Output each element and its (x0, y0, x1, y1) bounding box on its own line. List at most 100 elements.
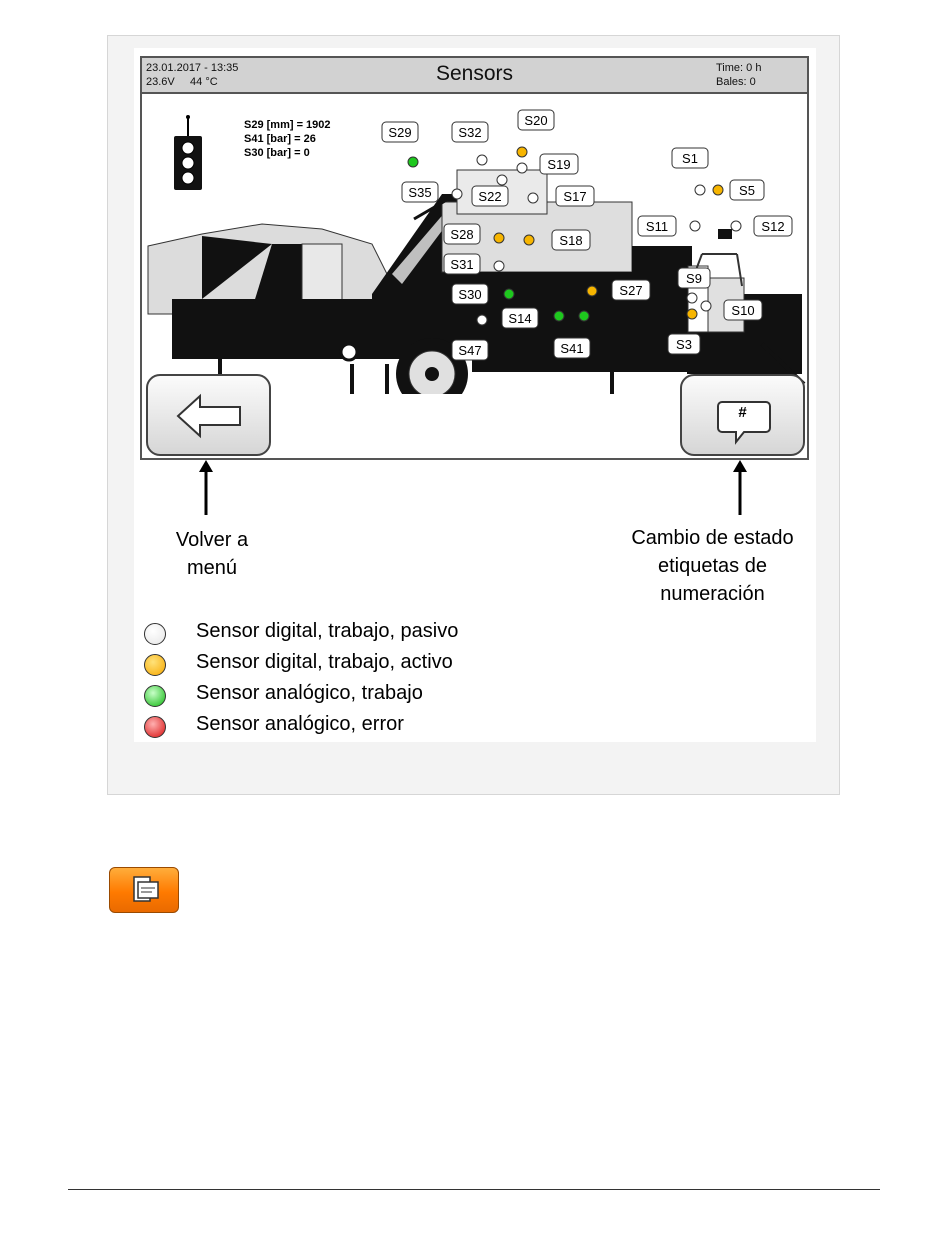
sensor-dot (496, 174, 508, 186)
sensor-tag-label: S41 (560, 341, 583, 356)
sensor-dot (586, 285, 598, 297)
baler-diagram (147, 169, 806, 394)
readout-s29: S29 [mm] = 1902 (244, 119, 331, 131)
sensor-dot (516, 162, 528, 174)
sensor-tag-box (551, 229, 591, 251)
arrow-to-hash-button (733, 460, 747, 515)
orange-circle-icon (144, 654, 166, 676)
legend-label: Sensor digital, trabajo, activo (196, 651, 453, 673)
sensor-tag-label: S20 (524, 113, 547, 128)
sensor-tag-box (471, 185, 509, 207)
sensor-dot (476, 154, 488, 166)
sensor-tag-label: S18 (559, 233, 582, 248)
sensor-tag-label: S29 (388, 125, 411, 140)
sensor-tag-box (553, 337, 591, 359)
sensor-tag-box (555, 185, 595, 207)
sensor-tag-box (667, 333, 701, 355)
back-button[interactable] (146, 374, 271, 456)
sensor-tag-box (539, 153, 579, 175)
sensor-screen-button[interactable] (109, 867, 179, 913)
legend-label: Sensor digital, trabajo, pasivo (196, 620, 459, 642)
sensor-dot (476, 314, 488, 326)
datetime: 23.01.2017 - 13:35 (146, 62, 239, 74)
sensor-tag-box (753, 215, 793, 237)
bales-counter: Bales: 0 (716, 76, 756, 88)
sensor-dot (493, 232, 505, 244)
hash-caption-line3: numeración (660, 583, 765, 605)
sensor-dot (553, 310, 565, 322)
screen-header: 23.01.2017 - 13:35 23.6V 44 °C Sensors T… (142, 58, 807, 94)
sensor-dot (503, 288, 515, 300)
sensor-dot (694, 184, 706, 196)
hash-label: # (738, 404, 747, 421)
sensor-tag-label: S22 (478, 189, 501, 204)
sensor-dot (700, 300, 712, 312)
sensor-tag-box (671, 147, 709, 169)
sensor-tag-label: S3 (676, 337, 692, 352)
white-circle-icon (144, 623, 166, 645)
sensor-tag-box (723, 299, 763, 321)
sensor-tag-box (401, 181, 439, 203)
green-circle-icon (144, 685, 166, 707)
sensor-dot (527, 192, 539, 204)
sensor-dot (493, 260, 505, 272)
sensor-tag-label: S27 (619, 283, 642, 298)
sensor-tag-label: S35 (408, 185, 431, 200)
sensor-tag-label: S30 (458, 287, 481, 302)
remote-control-icon (174, 115, 202, 190)
time-counter: Time: 0 h (716, 62, 762, 74)
arrow-to-back-button (199, 460, 213, 515)
screen-title: Sensors (435, 62, 514, 85)
sensor-dot (686, 308, 698, 320)
sensor-tag-label: S5 (739, 183, 755, 198)
sensor-dot (689, 220, 701, 232)
sensor-tag-box (517, 109, 555, 131)
sensor-tag-label: S12 (761, 219, 784, 234)
sensor-tag-label: S19 (547, 157, 570, 172)
readout-s30: S30 [bar] = 0 (244, 147, 310, 159)
sensor-tag-label: S11 (646, 219, 668, 234)
sensor-tag-box (443, 223, 481, 245)
sensor-dot (451, 188, 463, 200)
status-right: Time: 0 h Bales: 0 (716, 61, 761, 89)
sensor-tag-label: S31 (450, 257, 473, 272)
sensor-tag-box (451, 283, 489, 305)
arrow-left-icon (176, 393, 241, 439)
label-toggle-button[interactable]: # (680, 374, 805, 456)
back-caption-line2: menú (186, 557, 238, 579)
sensor-dot (730, 220, 742, 232)
sensor-tag-label: S9 (686, 271, 702, 286)
sensor-dot (523, 234, 535, 246)
legend-label: Sensor analógico, error (196, 713, 404, 735)
hash-caption-line2: etiquetas de (658, 555, 767, 577)
legend-label: Sensor analógico, trabajo (196, 682, 423, 704)
sensor-dot (712, 184, 724, 196)
sensor-tag-label: S1 (682, 151, 698, 166)
sensor-tag-box (501, 307, 539, 329)
sensor-tag-box (381, 121, 419, 143)
sensor-tag-label: S14 (508, 311, 531, 326)
sensor-tag-label: S47 (458, 343, 481, 358)
sensor-tag-label: S28 (450, 227, 473, 242)
sensor-dot (578, 310, 590, 322)
sensor-dot (516, 146, 528, 158)
voltage-temperature: 23.6V 44 °C (146, 76, 218, 88)
red-circle-icon (144, 716, 166, 738)
sensor-tag-label: S32 (458, 125, 481, 140)
sensor-tag-box (443, 253, 481, 275)
hash-caption-line1: Cambio de estado (631, 527, 794, 549)
back-caption-line1: Volver a (175, 529, 249, 551)
sensor-tag-label: S17 (563, 189, 586, 204)
sensor-dot (407, 156, 419, 168)
hash-caption: Cambio de estado etiquetas de numeración (600, 524, 825, 608)
readout-s41: S41 [bar] = 26 (244, 133, 316, 145)
sensor-tag-box (637, 215, 677, 237)
sensor-tag-box (611, 279, 651, 301)
sensor-tag-box (451, 339, 489, 361)
sensor-tag-box (729, 179, 765, 201)
sensor-readouts: S29 [mm] = 1902 S41 [bar] = 26 S30 [bar]… (244, 118, 331, 160)
speech-bubble-icon (717, 401, 771, 445)
status-left: 23.01.2017 - 13:35 23.6V 44 °C (146, 61, 238, 89)
sensor-dot (686, 292, 698, 304)
